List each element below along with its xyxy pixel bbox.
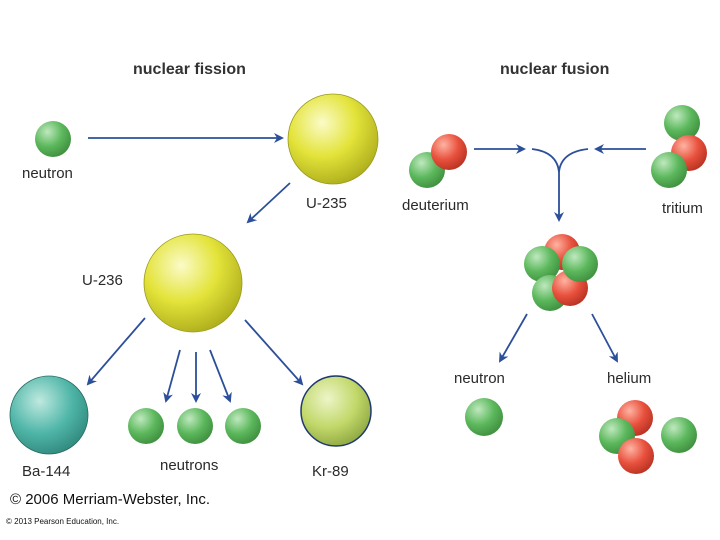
- label-neutron-fusion: neutron: [454, 370, 505, 387]
- arrow-u236-to-kr89: [244, 319, 304, 386]
- incoming-neutron: [35, 121, 71, 157]
- u236-nucleus: [143, 233, 243, 333]
- label-kr89: Kr-89: [312, 463, 349, 480]
- fission-title: nuclear fission: [133, 61, 246, 78]
- intermediate-neutron-right: [562, 246, 598, 282]
- label-neutrons: neutrons: [160, 457, 219, 474]
- released-neutron-2: [177, 408, 213, 444]
- label-ba144: Ba-144: [22, 463, 71, 480]
- fission-particles: [9, 93, 379, 455]
- u235-nucleus: [287, 93, 379, 185]
- fission-arrows: [86, 133, 304, 403]
- tritium-nucleus: [651, 105, 707, 188]
- label-tritium: tritium: [662, 200, 703, 217]
- label-deuterium: deuterium: [402, 197, 469, 214]
- helium-neutron-right: [661, 417, 697, 453]
- arrow-u236-to-ba144: [86, 317, 146, 386]
- helium-proton-bottom: [618, 438, 654, 474]
- arrow-u236-to-neutron-3: [209, 349, 232, 403]
- fusion-neutron: [465, 398, 503, 436]
- released-neutron-1: [128, 408, 164, 444]
- kr89-nucleus: [300, 375, 372, 447]
- deuterium-nucleus: [409, 134, 467, 188]
- deuterium-proton: [431, 134, 467, 170]
- arrow-to-helium: [591, 313, 618, 363]
- arrow-helium-to-neutron: [499, 313, 528, 363]
- intermediate-neutron-left: [524, 246, 560, 282]
- intermediate-nucleus: [524, 234, 598, 311]
- label-helium: helium: [607, 370, 652, 387]
- tritium-neutron-bottom: [651, 152, 687, 188]
- label-u236: U-236: [82, 272, 123, 289]
- merriam-webster-credit: © 2006 Merriam-Webster, Inc.: [10, 491, 211, 508]
- label-u235: U-235: [306, 195, 347, 212]
- fusion-arrows: [474, 144, 646, 363]
- tritium-neutron-top: [664, 105, 700, 141]
- fusion-title: nuclear fusion: [500, 61, 610, 78]
- arrow-merge-curve: [531, 148, 589, 173]
- arrow-u235-to-u236: [246, 182, 291, 224]
- pearson-credit: © 2013 Pearson Education, Inc.: [6, 517, 120, 526]
- arrow-u236-to-neutron-1: [163, 349, 181, 403]
- fusion-particles: [409, 105, 707, 474]
- label-neutron-fission: neutron: [22, 165, 73, 182]
- helium-nucleus: [599, 400, 697, 474]
- ba144-nucleus: [9, 375, 89, 455]
- released-neutron-3: [225, 408, 261, 444]
